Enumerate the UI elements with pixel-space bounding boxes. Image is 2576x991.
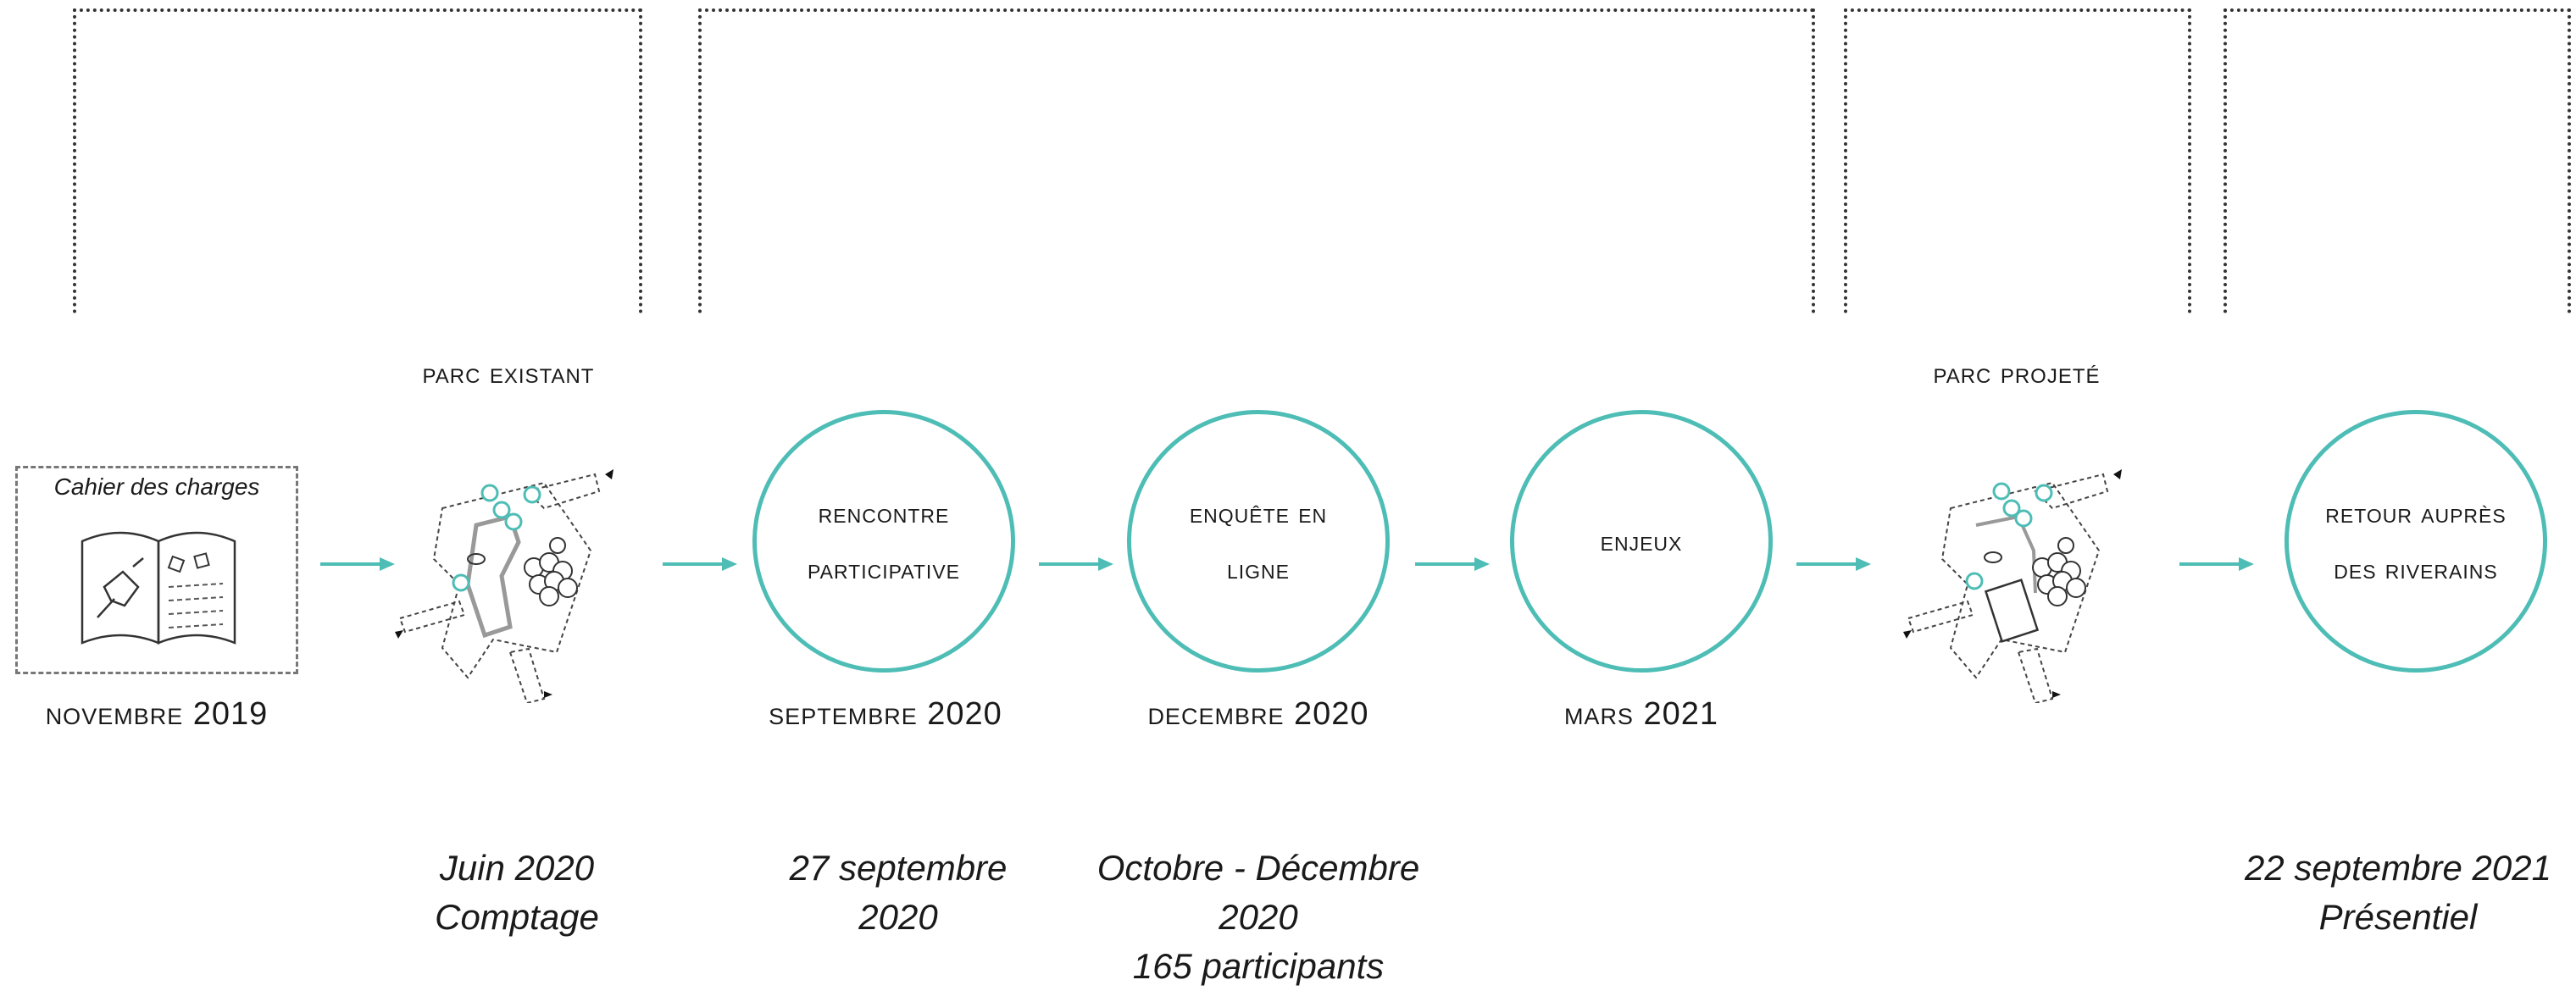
note-27-septembre-2020: 27 septembre 2020 [746, 844, 1051, 942]
timeline-bracket-3 [1844, 8, 2191, 313]
note-22-septembre-2021: 22 septembre 2021 Présentiel [2220, 844, 2576, 942]
step-enquete-en-ligne: ENQUÊTE EN LIGNE [1127, 410, 1390, 673]
note-octobre-decembre-2020: Octobre - Décembre 2020 165 participants [1068, 844, 1449, 991]
step-label-line: RENCONTRE [818, 497, 950, 529]
note-line: Juin 2020 [439, 848, 595, 888]
step-enjeux: ENJEUX [1510, 410, 1773, 673]
step-retour-aupres-des-riverains: RETOUR AUPRÈS DES RIVERAINS [2285, 410, 2547, 673]
date-label-1: NOVEMBRE 2019 [45, 696, 269, 732]
arrow-right-icon [1039, 557, 1113, 571]
step-rencontre-participative: RENCONTRE PARTICIPATIVE [752, 410, 1015, 673]
step-label-line: LIGNE [1226, 553, 1291, 584]
note-line: 165 participants [1132, 946, 1385, 986]
arrow-right-icon [1415, 557, 1490, 571]
note-line: 27 septembre [789, 848, 1008, 888]
note-line: Comptage [435, 897, 599, 937]
step-label-line: PARTICIPATIVE [808, 553, 960, 584]
arrow-right-icon [320, 557, 395, 571]
note-line: 22 septembre 2021 [2245, 848, 2551, 888]
note-line: Présentiel [2318, 897, 2478, 937]
open-book-icon [80, 531, 236, 645]
arrow-right-icon [663, 557, 737, 571]
step-label-line: DES RIVERAINS [2334, 553, 2498, 584]
existing-park-plan-icon [395, 469, 613, 703]
arrow-right-icon [2179, 557, 2254, 571]
cahier-des-charges-caption: Cahier des charges [53, 473, 260, 500]
step-label-line: RETOUR AUPRÈS [2325, 497, 2507, 529]
timeline-bracket-1 [73, 8, 642, 313]
step-label-line: ENQUÊTE EN [1189, 497, 1328, 529]
projected-park-plan-icon [1903, 469, 2122, 703]
step-label-line: ENJEUX [1600, 525, 1683, 556]
timeline-bracket-4 [2223, 8, 2571, 313]
note-line: 2020 [858, 897, 938, 937]
note-juin-2020: Juin 2020 Comptage [390, 844, 644, 942]
parc-projete-label: Parc projeté [1933, 357, 2101, 390]
date-label-2: SEPTEMBRE 2020 [769, 696, 1002, 732]
note-line: 2020 [1219, 897, 1298, 937]
date-label-4: MARS 2021 [1563, 696, 1719, 732]
date-label-3: DECEMBRE 2020 [1147, 696, 1369, 732]
arrow-right-icon [1796, 557, 1871, 571]
parc-existant-label: PARC EXISTANT [422, 357, 595, 390]
cahier-des-charges-box: Cahier des charges [15, 466, 298, 674]
timeline-bracket-2 [698, 8, 1815, 313]
note-line: Octobre - Décembre [1096, 848, 1420, 888]
